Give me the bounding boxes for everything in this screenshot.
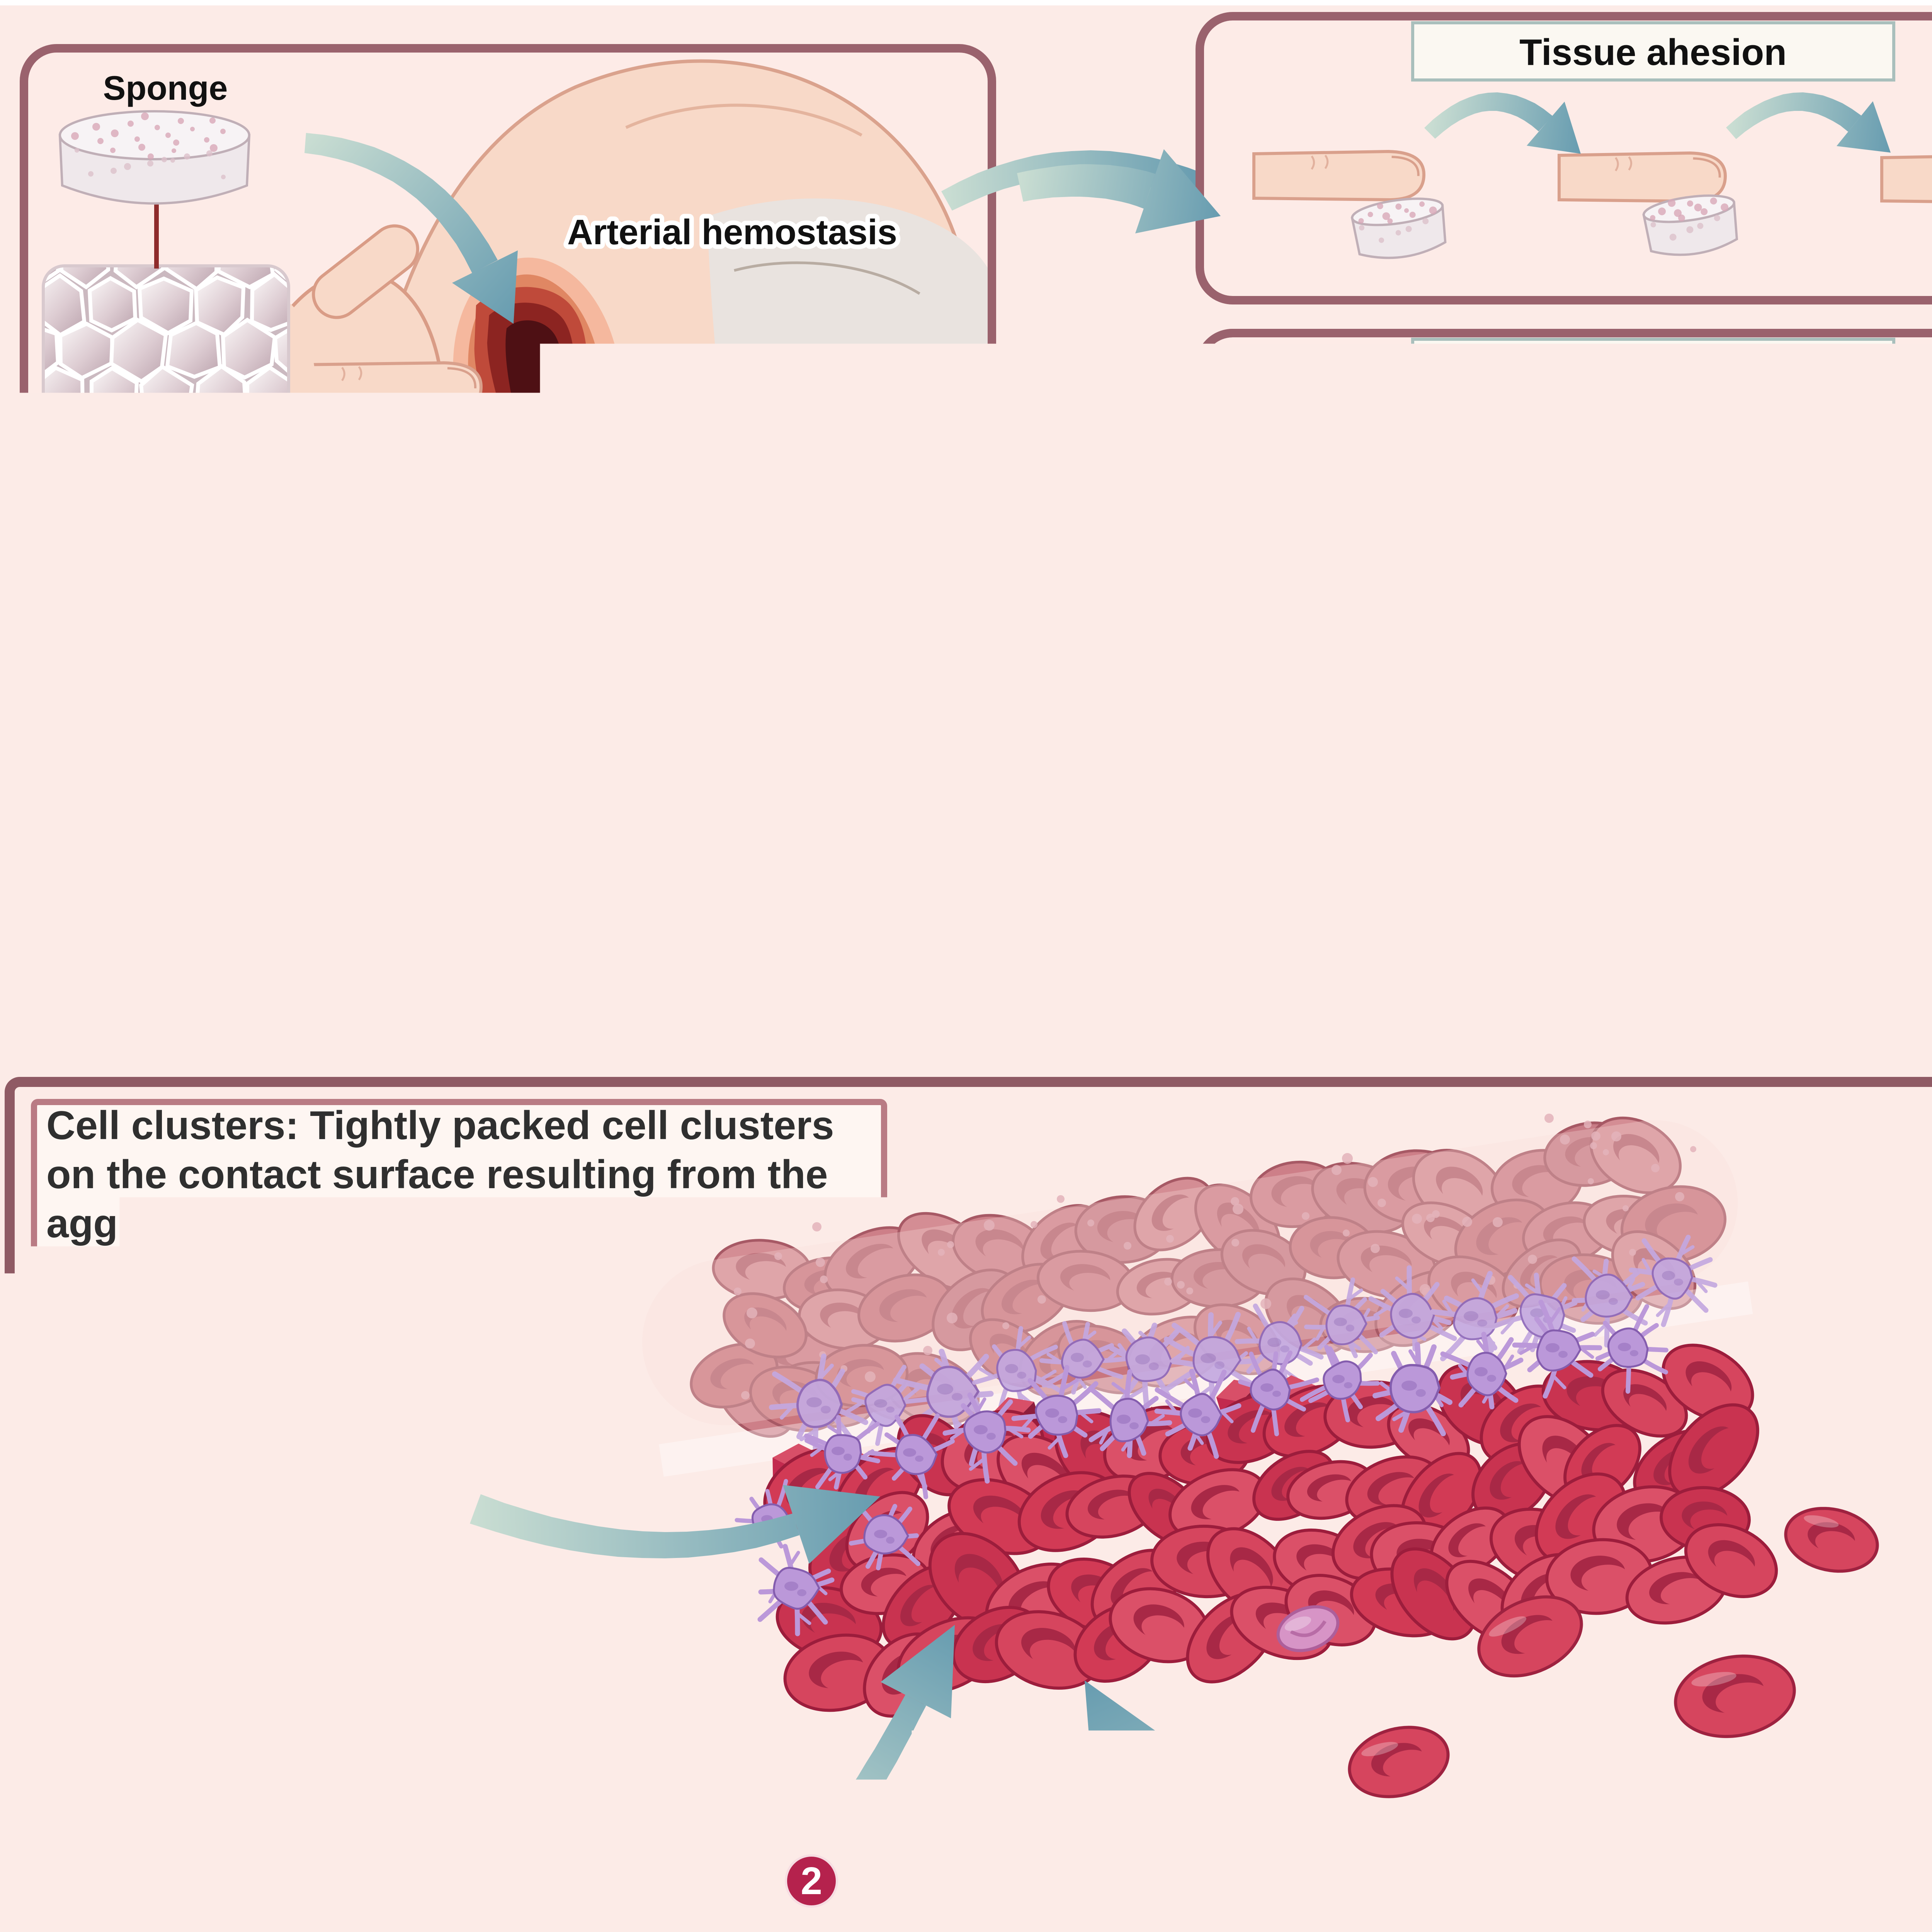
svg-text:with polyhedral erythrocytes.: with polyhedral erythrocytes. — [46, 1250, 605, 1295]
svg-text:Tesselated array of: Tesselated array of — [102, 1406, 388, 1441]
svg-text:Blood vessel: Blood vessel — [739, 984, 996, 1031]
svg-text:Sponge: Sponge — [103, 69, 228, 107]
svg-text:Arterial hemostasis: Arterial hemostasis — [567, 213, 897, 252]
svg-text:on the contact surface resulti: on the contact surface resulting from th… — [46, 1152, 828, 1197]
svg-text:S.aureus: S.aureus — [1463, 869, 1616, 910]
svg-text:Cell wall: Cell wall — [1898, 889, 1932, 929]
svg-text:Quasi-honeycomb: Quasi-honeycomb — [29, 487, 350, 528]
svg-text:Large irregularly extended pla: Large irregularly extended platelets — [194, 1923, 742, 1932]
svg-text:Sponge: Sponge — [1346, 998, 1480, 1039]
svg-text:OH: OH — [1785, 983, 1821, 1010]
svg-text:5 days: 5 days — [1594, 412, 1710, 454]
svg-text:E.coli: E.coli — [1264, 869, 1361, 910]
svg-text:Erythrocyte: Erythrocyte — [1884, 1877, 1932, 1914]
svg-text:Platelet: Platelet — [1711, 1877, 1829, 1914]
svg-text:Anti-bacterial property: Anti-bacterial property — [1463, 663, 1844, 703]
svg-text:polyhedral erythrocytes: polyhedral erythrocytes — [65, 1445, 425, 1480]
svg-text:Tissue ahesion: Tissue ahesion — [1519, 32, 1787, 73]
svg-text:channels: channels — [110, 533, 269, 574]
svg-text:Degradation and biosafty: Degradation and biosafty — [1440, 349, 1866, 388]
svg-text:2: 2 — [801, 1859, 822, 1903]
svg-text:Cell clusters: Tightly packed: Cell clusters: Tightly packed cell clust… — [46, 1103, 834, 1148]
svg-text:1: 1 — [433, 1350, 454, 1393]
svg-text:aggregation of massive activat: aggregation of massive activated platele… — [46, 1201, 855, 1246]
